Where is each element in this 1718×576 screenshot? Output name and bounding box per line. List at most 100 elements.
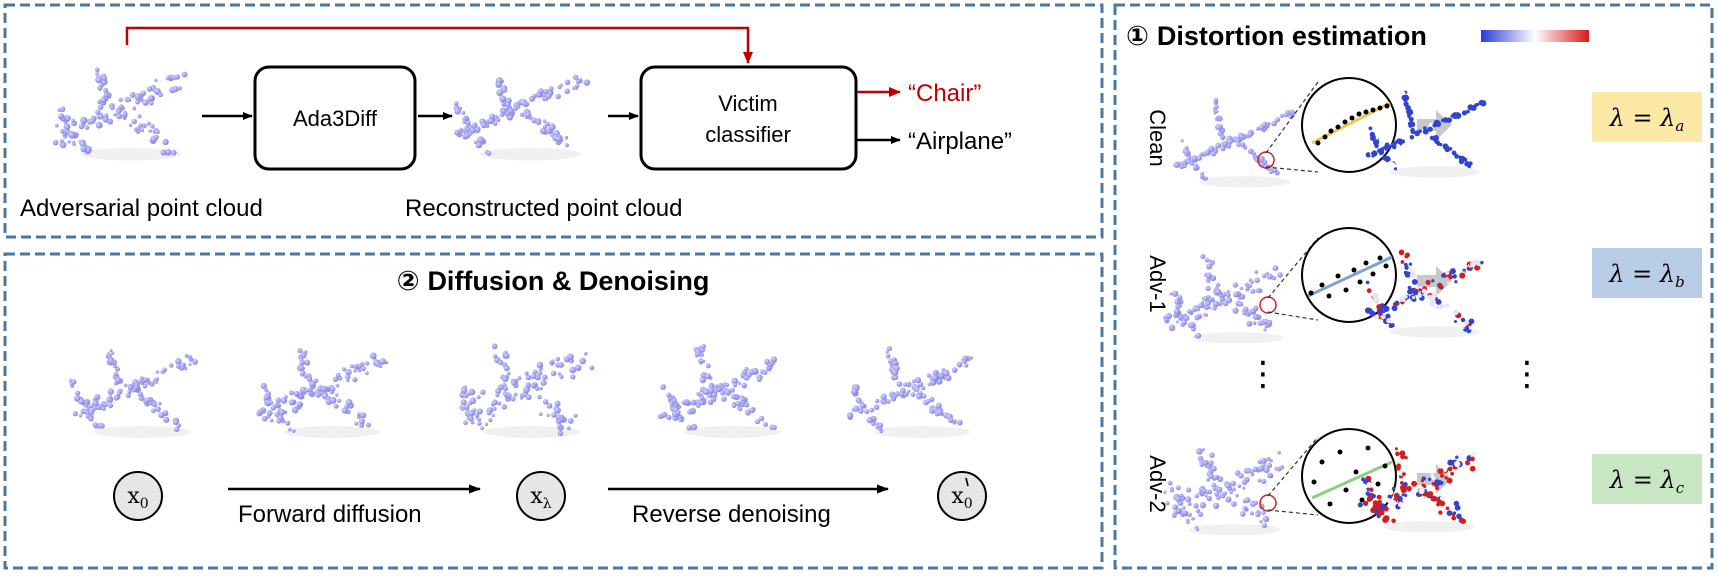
- point: [491, 413, 495, 418]
- airplane-pc-step1: [68, 349, 198, 438]
- point: [756, 376, 762, 382]
- point: [1261, 122, 1268, 128]
- row-label-adv1: Adv-1: [1145, 255, 1170, 312]
- point: [1250, 470, 1254, 474]
- point: [1386, 498, 1392, 503]
- point: [503, 392, 508, 398]
- diffusion-title-num: ②: [397, 266, 420, 297]
- point: [501, 404, 507, 410]
- point: [964, 363, 969, 368]
- point: [1248, 132, 1253, 137]
- point: [1450, 114, 1454, 118]
- point: [1457, 452, 1463, 459]
- point: [502, 382, 507, 387]
- point: [497, 384, 504, 391]
- point: [337, 398, 342, 403]
- point: [1397, 470, 1403, 476]
- point: [1222, 491, 1227, 496]
- point: [1366, 288, 1372, 294]
- point: [1404, 493, 1408, 497]
- point: [1468, 318, 1475, 325]
- point: [557, 372, 561, 376]
- point: [1185, 520, 1190, 525]
- distortion-panel: [1113, 3, 1714, 570]
- point: [1194, 314, 1200, 321]
- point: [564, 79, 571, 86]
- point: [476, 408, 483, 415]
- point: [1438, 306, 1443, 310]
- point: [1187, 155, 1192, 160]
- point: [501, 375, 509, 383]
- point: [554, 407, 561, 414]
- point: [896, 381, 903, 387]
- point: [1179, 493, 1184, 498]
- point: [537, 394, 542, 400]
- point: [907, 389, 911, 393]
- point: [1264, 324, 1269, 329]
- point: [945, 374, 952, 382]
- point: [162, 138, 169, 146]
- point: [463, 404, 470, 411]
- point: [537, 88, 544, 95]
- point: [1283, 112, 1289, 118]
- point: [288, 399, 295, 406]
- point: [1397, 495, 1403, 502]
- point: [137, 114, 142, 119]
- point: [160, 149, 167, 156]
- point: [1205, 285, 1211, 292]
- point: [1229, 490, 1233, 495]
- point: [148, 100, 154, 106]
- point: [1447, 466, 1453, 472]
- point: [1464, 325, 1470, 331]
- point: [1371, 493, 1376, 499]
- airplane-pc-clean: [1173, 97, 1296, 188]
- point: [1288, 109, 1296, 116]
- point: [103, 92, 109, 98]
- feedback-arrow: [125, 26, 753, 64]
- point: [1191, 516, 1195, 521]
- point: [1453, 500, 1460, 507]
- point: [743, 375, 750, 381]
- point: [1208, 145, 1215, 152]
- point: [1260, 162, 1265, 167]
- point: [1240, 511, 1246, 517]
- point: [1204, 494, 1208, 498]
- point: [101, 75, 108, 81]
- point: [1249, 149, 1253, 154]
- point: [345, 374, 351, 380]
- point: [1189, 161, 1194, 166]
- point: [724, 389, 732, 396]
- point: [266, 410, 273, 416]
- point: [1413, 288, 1419, 294]
- point: [63, 123, 71, 131]
- point: [1203, 305, 1209, 310]
- point: [488, 418, 493, 423]
- distortion-title-num: ①: [1126, 21, 1149, 52]
- point: [260, 382, 267, 389]
- node-x0-prime-label: x0: [951, 484, 972, 512]
- point: [172, 419, 179, 425]
- point: [1206, 477, 1210, 482]
- point: [524, 371, 529, 376]
- point: [1245, 287, 1249, 291]
- point: [1254, 154, 1258, 159]
- point: [58, 113, 65, 119]
- point: [1462, 268, 1466, 272]
- point: [1467, 104, 1474, 111]
- point: [1213, 475, 1218, 480]
- point: [720, 391, 725, 396]
- point: [1262, 515, 1270, 523]
- point: [560, 414, 564, 419]
- point: [113, 381, 118, 386]
- lambda-text-clean: λ = λa: [1609, 104, 1685, 135]
- point: [175, 358, 182, 365]
- point: [707, 399, 714, 406]
- point: [1380, 314, 1385, 320]
- point: [1451, 515, 1457, 521]
- point: [1218, 294, 1222, 298]
- point: [1208, 460, 1214, 466]
- point: [1252, 313, 1259, 320]
- point: [115, 377, 121, 384]
- point: [264, 387, 268, 392]
- point: [1436, 502, 1440, 507]
